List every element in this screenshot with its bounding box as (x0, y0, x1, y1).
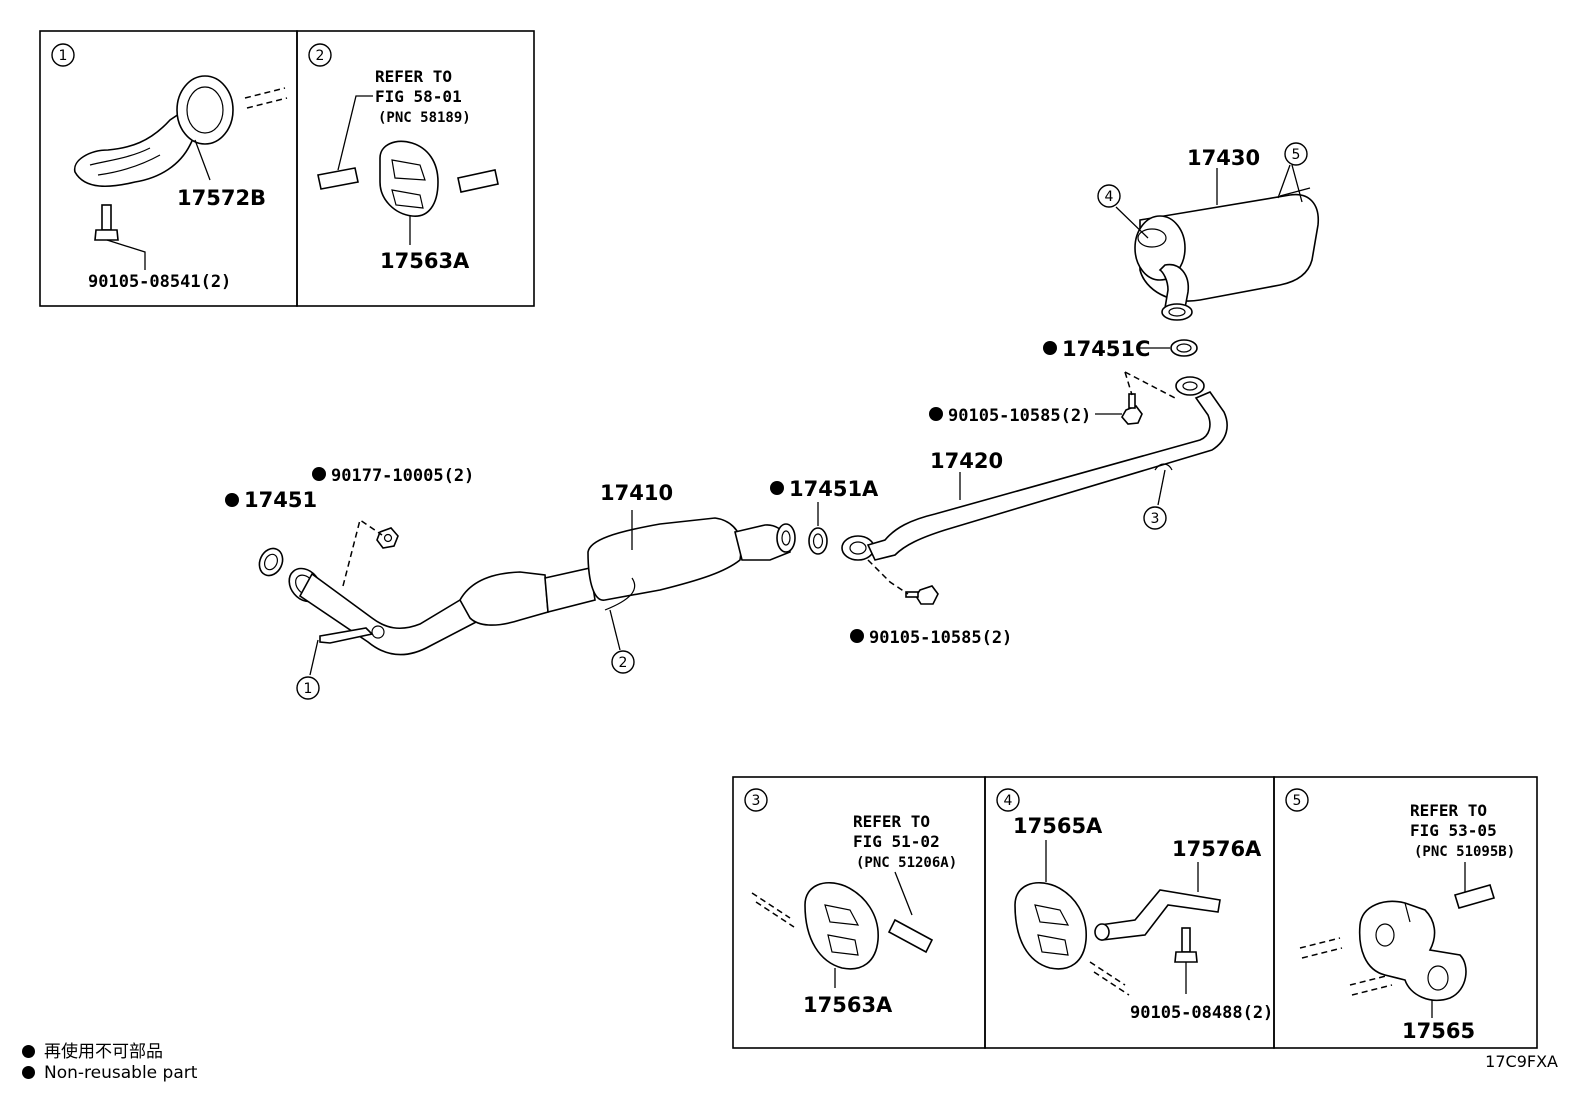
hanger-17563a-drawing (379, 140, 439, 217)
svg-text:1: 1 (304, 681, 313, 697)
svg-text:4: 4 (1004, 793, 1013, 809)
inset-5-refer-pnc: (PNC 51095B) (1414, 844, 1515, 860)
inset-3-pipe-stub-left (751, 892, 791, 919)
non-reusable-dot (312, 467, 326, 481)
non-reusable-dot (929, 407, 943, 421)
hanger-17565-drawing (1358, 900, 1467, 1002)
callout-3-main: 3 (1143, 506, 1167, 530)
inset-3-refer-pnc: (PNC 51206A) (856, 855, 957, 871)
bolt-90105-10585-lower (905, 585, 939, 605)
front-pipe-17410 (288, 517, 796, 656)
leader-callout-2 (609, 609, 621, 651)
part-17576a-label: 17576A (1172, 837, 1262, 861)
inset-3-callout: 3 (744, 788, 768, 812)
inset-4-callout: 4 (996, 788, 1020, 812)
bracket-17576a-drawing (1094, 889, 1221, 941)
svg-text:5: 5 (1292, 147, 1301, 163)
inset-2-refer-line1: REFER TO (375, 67, 452, 86)
non-reusable-dot (770, 481, 784, 495)
svg-text:2: 2 (619, 655, 628, 671)
inset-3-refer-line2: FIG 51-02 (853, 832, 940, 851)
callout-5-main: 5 (1284, 142, 1308, 166)
legend-dot (22, 1066, 35, 1079)
inset-3-refer-line1: REFER TO (853, 812, 930, 831)
legend-en: Non-reusable part (22, 1063, 197, 1083)
inset-1-pipe-stub (244, 87, 286, 99)
inset-3-pipe-stub-right (887, 918, 934, 954)
inset-box-5 (1273, 776, 1538, 1049)
bolt-90105-08541-drawing (94, 204, 119, 241)
svg-text:2: 2 (316, 48, 325, 64)
non-reusable-dot (850, 629, 864, 643)
callout-4-main: 4 (1097, 184, 1121, 208)
bolt-90105-08488-drawing (1174, 927, 1198, 963)
part-90105-10585-lower-label: 90105-10585(2) (869, 628, 1012, 648)
part-17563a-inset2-label: 17563A (380, 249, 470, 273)
part-17565a-label: 17565A (1013, 814, 1103, 838)
leader-callout-4 (1115, 206, 1149, 239)
muffler-17430 (1134, 187, 1319, 321)
part-90105-08488-label: 90105-08488(2) (1130, 1003, 1273, 1023)
inset-1-leader-bolt (106, 239, 146, 270)
gasket-17451 (258, 547, 284, 577)
legend-dot (22, 1045, 35, 1058)
inset-2-pipe-stub-left (317, 167, 359, 190)
hanger-17563a-inset3-drawing (804, 881, 879, 970)
part-17563a-inset3-label: 17563A (803, 993, 893, 1017)
inset-2-leader-refer (337, 95, 373, 171)
bracket-17572b-drawing (74, 75, 234, 188)
part-17430-label: 17430 (1187, 146, 1260, 170)
inset-2-pipe-stub-right (457, 169, 499, 193)
svg-text:3: 3 (752, 793, 761, 809)
legend-jp-text: 再使用不可部品 (44, 1042, 163, 1062)
callout-1-main: 1 (296, 676, 320, 700)
inset-5-refer-line1: REFER TO (1410, 801, 1487, 820)
part-90105-08541-label: 90105-08541(2) (88, 272, 231, 292)
leader-callout-5 (1277, 164, 1303, 203)
part-90177-10005-label: 90177-10005(2) (331, 466, 474, 486)
inset-1-leader-bracket (194, 139, 211, 181)
part-17451a-label: 17451A (789, 477, 879, 501)
leader-callout-1 (309, 639, 319, 676)
inset-1-callout: 1 (51, 43, 75, 67)
part-17420-label: 17420 (930, 449, 1003, 473)
inset-5-pipe-stub-left (1299, 937, 1341, 949)
inset-2-callout: 2 (308, 43, 332, 67)
legend-en-text: Non-reusable part (44, 1063, 198, 1083)
inset-4-pipe-stub (1089, 961, 1126, 986)
inset-5-refer-line2: FIG 53-05 (1410, 821, 1497, 840)
inset-5-callout: 5 (1285, 788, 1309, 812)
center-pipe-17420 (841, 376, 1228, 561)
gasket-17451a (808, 527, 828, 555)
svg-text:3: 3 (1151, 511, 1160, 527)
figure-code: 17C9FXA (1485, 1052, 1558, 1071)
leader-callout-3 (1157, 469, 1166, 506)
part-17565-label: 17565 (1402, 1019, 1475, 1043)
inset-2-refer-line2: FIG 58-01 (375, 87, 462, 106)
inset-box-2 (296, 30, 535, 307)
svg-text:5: 5 (1293, 793, 1302, 809)
part-90105-10585-upper-label: 90105-10585(2) (948, 406, 1091, 426)
hanger-17565a-drawing (1014, 881, 1087, 970)
callout-2-main: 2 (611, 650, 635, 674)
legend-jp: 再使用不可部品 (22, 1037, 163, 1062)
bolt-90105-10585-upper (1121, 393, 1143, 425)
part-17410-label: 17410 (600, 481, 673, 505)
inset-5-pipe-stub-top (1453, 884, 1496, 909)
part-17572b-label: 17572B (177, 186, 266, 210)
nut-dashed-leader (342, 518, 383, 587)
nut-90177-10005 (376, 527, 399, 549)
non-reusable-dot (1043, 341, 1057, 355)
gasket-17451c (1170, 339, 1198, 357)
part-17451c-label: 17451C (1062, 337, 1150, 361)
non-reusable-dot (225, 493, 239, 507)
svg-text:4: 4 (1105, 189, 1114, 205)
inset-2-refer-pnc: (PNC 58189) (378, 110, 471, 126)
svg-text:1: 1 (59, 48, 68, 64)
part-17451-label: 17451 (244, 488, 317, 512)
